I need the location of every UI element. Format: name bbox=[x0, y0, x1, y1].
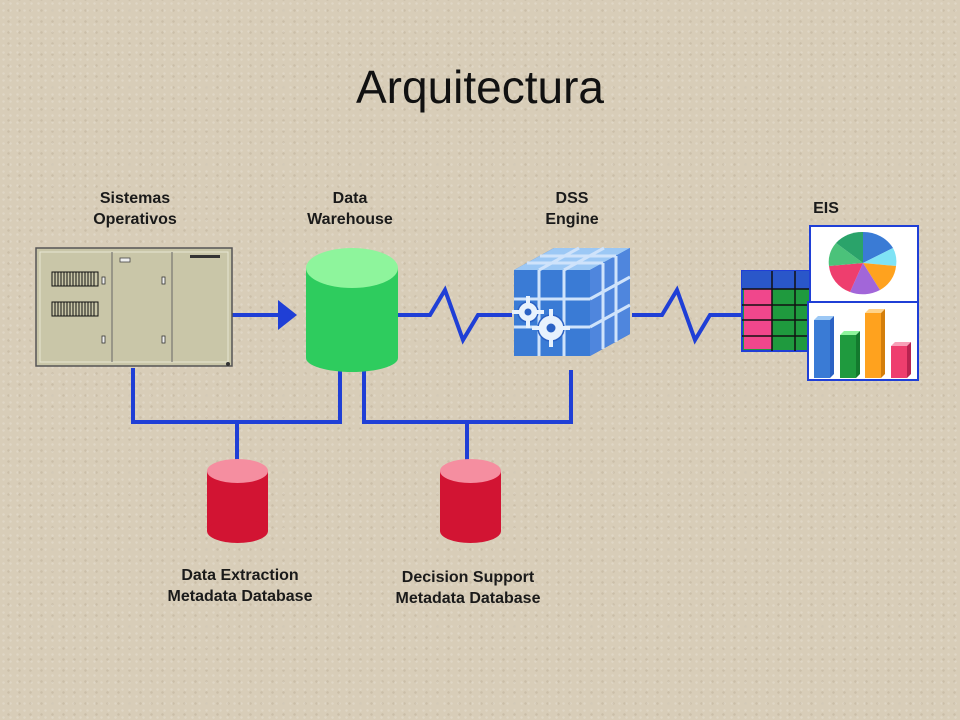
label-dss-engine: DSS Engine bbox=[545, 190, 599, 228]
label-decision-metadata: Decision Support Metadata Database bbox=[395, 569, 541, 607]
data-warehouse-icon bbox=[306, 248, 398, 372]
bar-chart-icon bbox=[807, 301, 919, 381]
connector-dss-to-eis bbox=[632, 285, 742, 345]
label-extraction-metadata: Data Extraction Metadata Database bbox=[167, 567, 313, 605]
page-title: Arquitectura bbox=[355, 61, 604, 113]
decision-metadata-database-icon bbox=[440, 459, 501, 543]
connector-server-to-extraction-metadata bbox=[131, 368, 342, 424]
connectors bbox=[131, 285, 742, 462]
label-data-warehouse: Data Warehouse bbox=[307, 190, 393, 228]
connector-warehouse-to-dss bbox=[398, 285, 512, 345]
pie-chart-icon bbox=[809, 225, 919, 303]
dss-engine-cube-icon bbox=[512, 246, 631, 356]
server-icon bbox=[35, 247, 233, 367]
label-eis: EIS bbox=[813, 200, 839, 217]
label-operational-systems: Sistemas Operativos bbox=[93, 190, 177, 228]
connector-warehouse-to-decision-metadata bbox=[362, 370, 573, 424]
eis-icon bbox=[741, 225, 919, 381]
arrowhead-warehouse bbox=[278, 300, 297, 330]
extraction-metadata-database-icon bbox=[207, 459, 268, 543]
